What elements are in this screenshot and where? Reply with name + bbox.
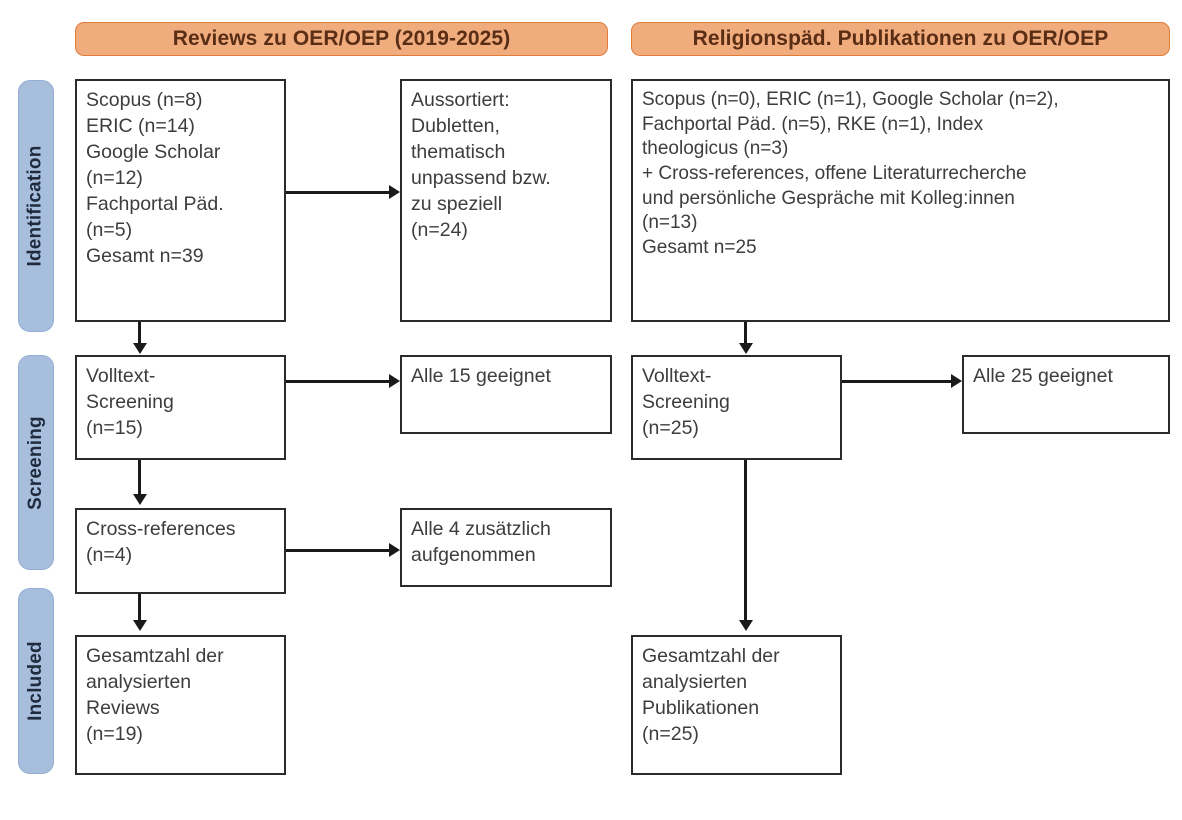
box-right-all-suitable: Alle 25 geeignet <box>962 355 1170 434</box>
box-right-included-total: Gesamtzahl der analysierten Publikatione… <box>631 635 842 775</box>
column-header-left: Reviews zu OER/OEP (2019-2025) <box>75 22 608 56</box>
arrowhead-left-screening-to-crossrefs <box>133 494 147 505</box>
arrowhead-right-screening-to-suitable <box>951 374 962 388</box>
arrowhead-left-sources-to-screening <box>133 343 147 354</box>
stage-label-identification: Identification <box>25 145 46 267</box>
connector-left-screening-to-crossrefs <box>138 460 141 497</box>
stage-pill-identification: Identification <box>18 80 54 332</box>
stage-pill-screening: Screening <box>18 355 54 570</box>
box-left-excluded: Aussortiert: Dubletten, thematisch unpas… <box>400 79 612 322</box>
column-header-right: Religionspäd. Publikationen zu OER/OEP <box>631 22 1170 56</box>
arrowhead-left-screening-to-suitable <box>389 374 400 388</box>
box-left-identification-sources: Scopus (n=8) ERIC (n=14) Google Scholar … <box>75 79 286 322</box>
connector-left-sources-to-screening <box>138 322 141 348</box>
box-left-all-added: Alle 4 zusätzlich aufgenommen <box>400 508 612 587</box>
stage-label-included: Included <box>25 641 46 721</box>
connector-left-sources-to-excluded <box>286 191 389 194</box>
arrowhead-right-screening-to-included <box>739 620 753 631</box>
stage-label-screening: Screening <box>25 415 47 510</box>
box-left-fulltext-screening: Volltext- Screening (n=15) <box>75 355 286 460</box>
connector-right-screening-to-suitable <box>842 380 951 383</box>
connector-left-crossrefs-to-included <box>138 594 141 622</box>
connector-right-screening-to-included <box>744 460 747 622</box>
box-left-all-suitable: Alle 15 geeignet <box>400 355 612 434</box>
arrowhead-left-crossrefs-to-added <box>389 543 400 557</box>
arrowhead-right-sources-to-screening <box>739 343 753 354</box>
box-left-included-total: Gesamtzahl der analysierten Reviews (n=1… <box>75 635 286 775</box>
connector-right-sources-to-screening <box>744 322 747 348</box>
arrowhead-left-crossrefs-to-included <box>133 620 147 631</box>
arrowhead-left-sources-to-excluded <box>389 185 400 199</box>
box-left-cross-references: Cross-references (n=4) <box>75 508 286 594</box>
stage-pill-included: Included <box>18 588 54 774</box>
connector-left-crossrefs-to-added <box>286 549 389 552</box>
box-right-fulltext-screening: Volltext- Screening (n=25) <box>631 355 842 460</box>
connector-left-screening-to-suitable <box>286 380 389 383</box>
box-right-identification-sources: Scopus (n=0), ERIC (n=1), Google Scholar… <box>631 79 1170 322</box>
